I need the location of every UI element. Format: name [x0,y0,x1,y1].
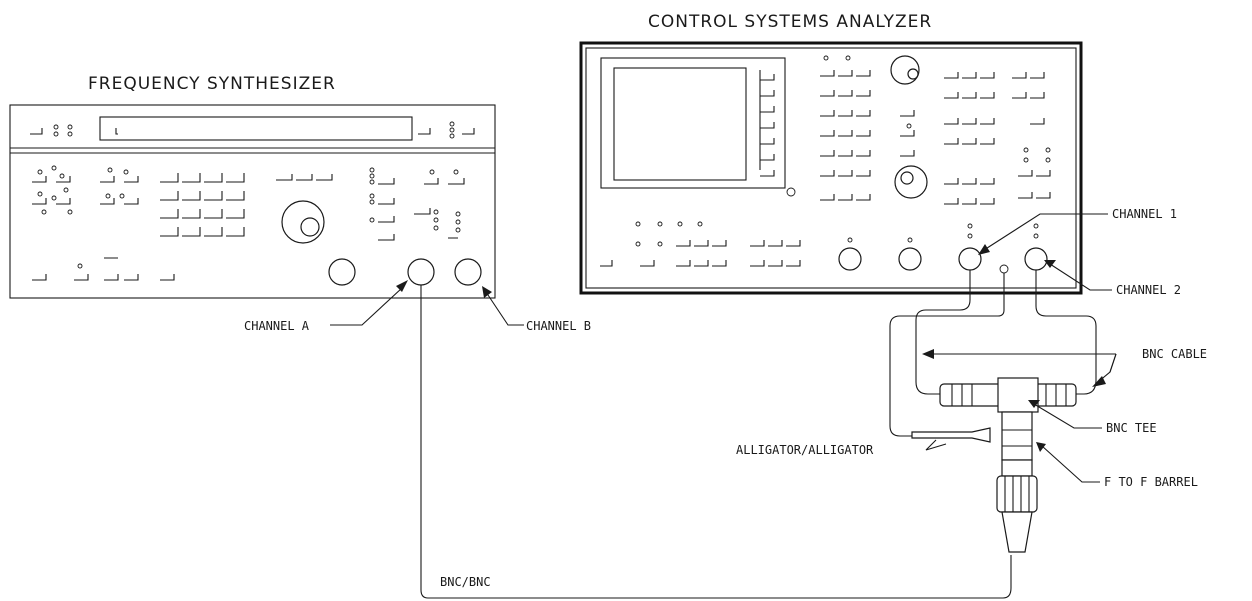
synth-title: FREQUENCY SYNTHESIZER [88,74,336,94]
bnc-bnc-label: BNC/BNC [440,575,491,589]
bnc-tee [939,377,1077,461]
channel-2-cable [1035,270,1097,395]
channel-b-connector [454,258,482,286]
alligator-lead [889,273,1005,437]
control-systems-analyzer-panel [579,41,1083,295]
channel-1-cable [915,270,971,395]
channel-b-label: CHANNEL B [526,319,591,333]
channel-2-label: CHANNEL 2 [1116,283,1181,297]
barrel-label: F TO F BARREL [1104,475,1198,489]
leader-lines [330,213,1117,483]
channel-1-connector [958,247,982,271]
alligator-label: ALLIGATOR/ALLIGATOR [736,443,874,457]
frequency-synthesizer-panel [9,104,496,299]
alligator-clip [911,427,991,451]
channel-1-label: CHANNEL 1 [1112,207,1177,221]
channel-2-connector [1024,247,1048,271]
channel-a-label: CHANNEL A [244,319,310,333]
channel-a-connector [407,258,435,286]
analyzer-title: CONTROL SYSTEMS ANALYZER [648,12,932,32]
bnc-bnc-cable [420,285,1012,599]
bnc-tee-label: BNC TEE [1106,421,1157,435]
f-to-f-barrel [996,459,1038,553]
bnc-cable-label: BNC CABLE [1142,347,1207,361]
